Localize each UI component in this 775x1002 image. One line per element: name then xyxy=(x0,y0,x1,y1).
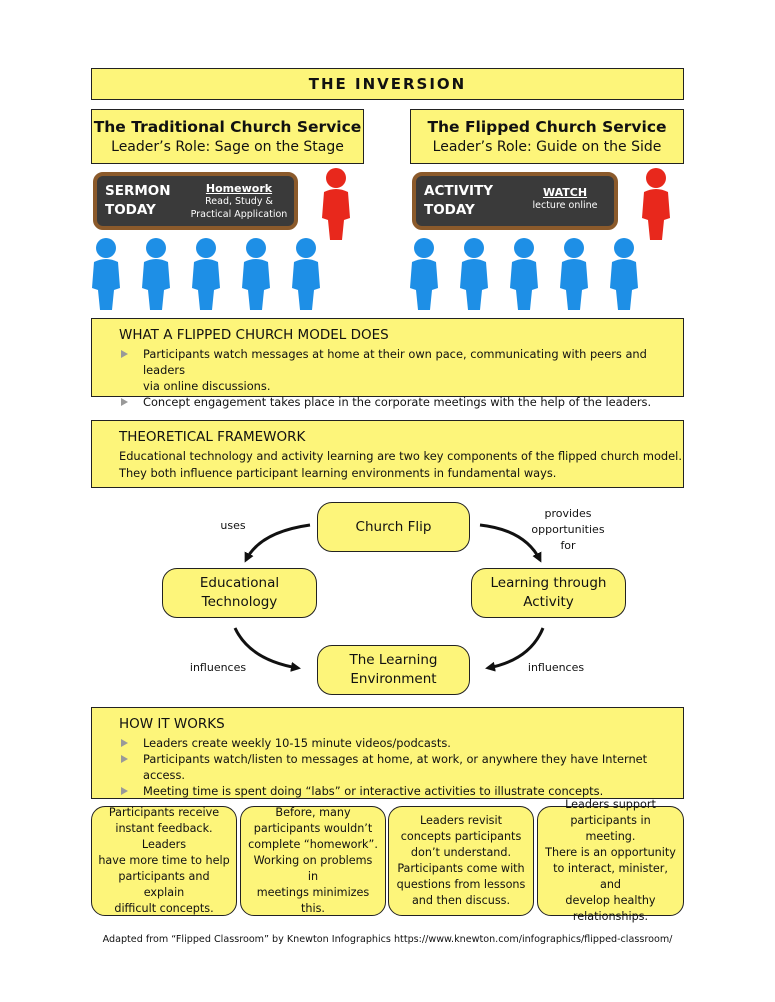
how-bullet-list: Leaders create weekly 10-15 minute video… xyxy=(119,735,683,799)
edge-label-provides: provides opportunities for xyxy=(531,507,605,552)
board-line-2: TODAY xyxy=(424,202,475,218)
node-label: Educational Technology xyxy=(199,575,280,610)
card-text: Before, many participants wouldn’t compl… xyxy=(248,806,378,915)
bullet-item: Participants watch/listen to messages at… xyxy=(119,751,683,783)
arrow-provides xyxy=(479,523,542,563)
bullet-item: Leaders create weekly 10-15 minute video… xyxy=(119,735,683,751)
theory-heading: THEORETICAL FRAMEWORK xyxy=(119,429,306,445)
participant-icon xyxy=(510,238,538,310)
participant-icon xyxy=(560,238,588,310)
leader-icon xyxy=(642,168,670,240)
board-sub-line-1: lecture online xyxy=(532,200,598,211)
what-heading: WHAT A FLIPPED CHURCH MODEL DOES xyxy=(119,327,389,343)
board-line-1: SERMON xyxy=(105,183,171,199)
traditional-heading: The Traditional Church Service xyxy=(93,118,362,136)
benefit-card: Before, many participants wouldn’t compl… xyxy=(240,806,386,916)
bullet-triangle-icon xyxy=(121,398,128,406)
edge-label-influences-left: influences xyxy=(189,661,247,674)
bullet-text: Participants watch/listen to messages at… xyxy=(143,752,648,782)
board-sub-text: WATCH lecture online xyxy=(518,186,612,212)
leader-icon xyxy=(322,168,350,240)
traditional-service-box: The Traditional Church Service Leader’s … xyxy=(91,109,364,164)
participant-icon xyxy=(410,238,438,310)
theory-line-2: They both influence participant learning… xyxy=(119,466,557,480)
card-text: Participants receive instant feedback. L… xyxy=(98,806,230,915)
board-sub-text: Homework Read, Study & Practical Applica… xyxy=(185,182,293,221)
bullet-item: Concept engagement takes place in the co… xyxy=(119,394,683,410)
bullet-text: Leaders create weekly 10-15 minute video… xyxy=(143,736,451,750)
participant-icon xyxy=(292,238,320,310)
participant-icon xyxy=(142,238,170,310)
board-sub-title: WATCH xyxy=(542,186,588,199)
traditional-chalkboard: SERMON TODAY Homework Read, Study & Prac… xyxy=(93,172,298,230)
board-sub-line-1: Read, Study & xyxy=(205,196,273,207)
node-educational-technology: Educational Technology xyxy=(162,568,317,618)
bullet-item: Meeting time is spent doing “labs” or in… xyxy=(119,783,683,799)
board-line-1: ACTIVITY xyxy=(424,183,494,199)
card-text: Leaders support participants in meeting.… xyxy=(545,798,676,923)
node-label: Church Flip xyxy=(355,518,432,535)
board-sub-line-2: Practical Application xyxy=(190,209,288,220)
node-learning-environment: The Learning Environment xyxy=(317,645,470,695)
bullet-triangle-icon xyxy=(121,755,128,763)
board-main-text: ACTIVITY TODAY xyxy=(424,182,493,220)
benefit-card: Leaders revisit concepts participants do… xyxy=(388,806,534,916)
page-title: THE INVERSION xyxy=(308,75,467,93)
edge-label-influences-right: influences xyxy=(527,661,585,674)
theoretical-framework-panel: THEORETICAL FRAMEWORK Educational techno… xyxy=(91,420,684,488)
how-it-works-panel: HOW IT WORKS Leaders create weekly 10-15… xyxy=(91,707,684,799)
cycle-arrows xyxy=(233,523,545,672)
how-heading: HOW IT WORKS xyxy=(119,716,225,732)
flipped-service-box: The Flipped Church Service Leader’s Role… xyxy=(410,109,684,164)
bullet-text: via online discussions. xyxy=(143,379,271,393)
node-church-flip: Church Flip xyxy=(317,502,470,552)
bullet-triangle-icon xyxy=(121,787,128,795)
node-label: The Learning Environment xyxy=(349,652,438,687)
bullet-text: Participants watch messages at home at t… xyxy=(143,347,647,377)
participant-icon xyxy=(192,238,220,310)
participant-icon xyxy=(610,238,638,310)
what-bullet-list: Participants watch messages at home at t… xyxy=(119,346,683,410)
card-text: Leaders revisit concepts participants do… xyxy=(396,814,526,907)
title-bar: THE INVERSION xyxy=(91,68,684,100)
traditional-role: Leader’s Role: Sage on the Stage xyxy=(111,139,344,155)
benefit-card: Leaders support participants in meeting.… xyxy=(537,798,684,923)
board-line-2: TODAY xyxy=(105,202,156,218)
board-main-text: SERMON TODAY xyxy=(105,182,171,220)
what-it-does-panel: WHAT A FLIPPED CHURCH MODEL DOES Partici… xyxy=(91,318,684,409)
source-credit: Adapted from “Flipped Classroom” by Knew… xyxy=(102,934,673,945)
participant-icon xyxy=(242,238,270,310)
flipped-chalkboard: ACTIVITY TODAY WATCH lecture online xyxy=(412,172,618,230)
bullet-triangle-icon xyxy=(121,350,128,358)
participant-icon xyxy=(92,238,120,310)
node-learning-through-activity: Learning through Activity xyxy=(471,568,626,618)
participant-icon xyxy=(460,238,488,310)
bullet-continuation: via online discussions. xyxy=(119,378,683,394)
bullet-text: Concept engagement takes place in the co… xyxy=(143,395,652,409)
board-sub-title: Homework xyxy=(205,182,273,195)
flipped-role: Leader’s Role: Guide on the Side xyxy=(432,139,662,155)
bullet-triangle-icon xyxy=(121,739,128,747)
edge-label-uses: uses xyxy=(220,519,246,532)
arrow-uses xyxy=(244,523,311,563)
arrow-influences-right xyxy=(485,627,545,672)
flipped-heading: The Flipped Church Service xyxy=(427,118,667,136)
benefit-card: Participants receive instant feedback. L… xyxy=(91,806,237,916)
arrow-influences-left xyxy=(233,627,301,672)
bullet-text: Meeting time is spent doing “labs” or in… xyxy=(143,784,604,798)
theory-line-1: Educational technology and activity lear… xyxy=(119,449,682,463)
bullet-item: Participants watch messages at home at t… xyxy=(119,346,683,378)
node-label: Learning through Activity xyxy=(490,575,607,610)
